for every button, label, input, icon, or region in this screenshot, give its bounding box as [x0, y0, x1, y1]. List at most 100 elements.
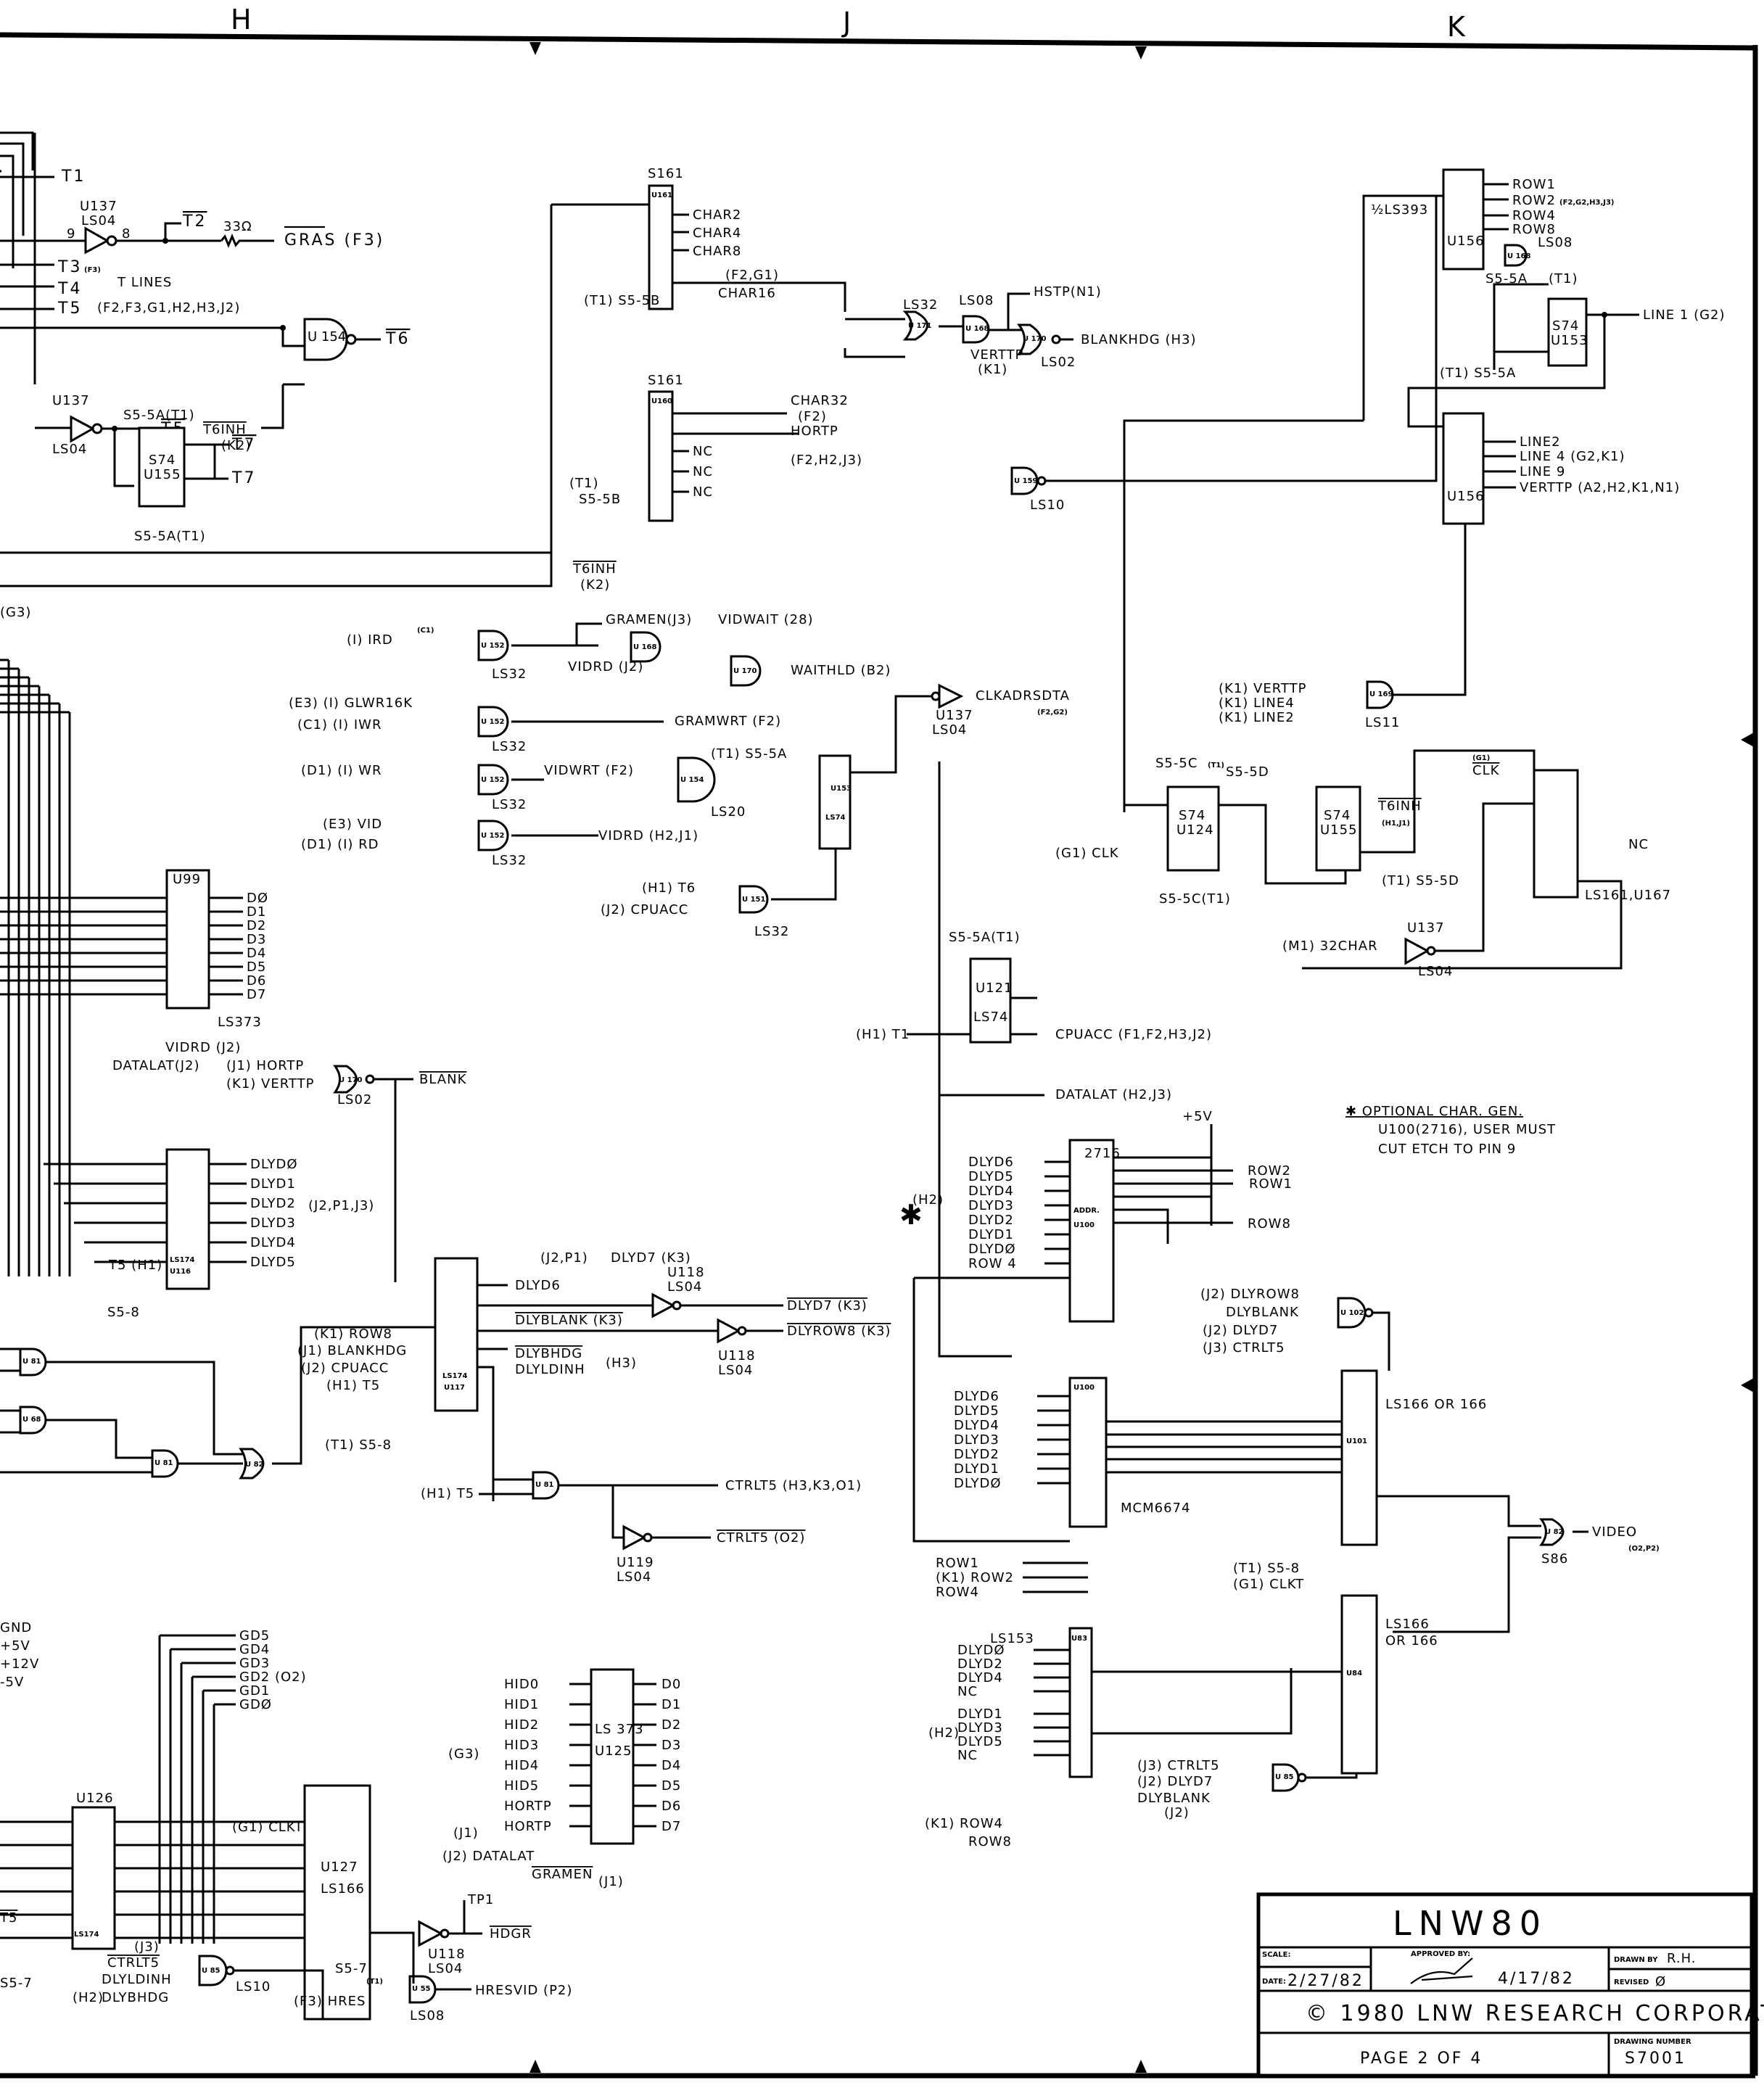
u168c-label: U 168 — [633, 643, 657, 651]
k1-line4-label: (K1) LINE4 — [1219, 696, 1295, 711]
t6inh-label: T6INH — [202, 422, 247, 437]
row1-label: ROW1 — [1512, 177, 1556, 192]
and-u55 — [408, 1975, 437, 2004]
and-u168 — [962, 315, 990, 344]
u81c-label: U 81 — [535, 1481, 554, 1489]
u125-output-label: D6 — [662, 1799, 681, 1814]
inverter-u137d — [1404, 937, 1430, 965]
u99-output-label: D7 — [247, 987, 266, 1002]
ls04-label: LS04 — [81, 213, 116, 228]
u170c-label: U 170 — [733, 667, 757, 675]
u118b-label: U118 — [718, 1348, 756, 1363]
register-u116 — [165, 1148, 210, 1290]
register-u126 — [71, 1806, 116, 1950]
hstp-label: HSTP(N1) — [1034, 284, 1102, 300]
line2-label: LINE2 — [1520, 434, 1561, 450]
char32-label: CHAR32 — [791, 393, 849, 408]
approved-label: APPROVED BY: — [1411, 1950, 1470, 1958]
k1-row4b-label: (K1) ROW4 — [925, 1816, 1003, 1831]
u2716-input-label: DLYD4 — [968, 1184, 1014, 1199]
t-lines-label: T LINES — [117, 275, 172, 290]
row8c-label: ROW8 — [968, 1834, 1012, 1849]
or-u171 — [902, 310, 928, 341]
note-line-1: ✱ OPTIONAL CHAR. GEN. — [1345, 1104, 1523, 1119]
inverter-u118b — [717, 1318, 741, 1344]
counter-u161 — [648, 184, 674, 310]
j3-ref: (J3) — [134, 1939, 160, 1955]
waithld-label: WAITHLD (B2) — [791, 663, 891, 678]
latch-u125 — [590, 1668, 635, 1845]
column-marker-h: H — [231, 4, 252, 36]
u121-label: U121 — [976, 981, 1013, 996]
row2-label: ROW2 — [1512, 193, 1556, 208]
zone-marker-right-1 — [1741, 733, 1754, 747]
u82a-label: U 82 — [245, 1461, 264, 1469]
s161b-label: S161 — [648, 373, 684, 388]
j1-hortp-label: (J1) HORTP — [226, 1058, 304, 1073]
t1-ref: (T1) — [569, 476, 599, 491]
u160-label: U160 — [651, 397, 672, 405]
u83-input-label: DLYD3 — [957, 1720, 1003, 1736]
u83-input-label: NC — [957, 1748, 978, 1763]
char16-label: CHAR16 — [718, 286, 776, 301]
f2-ref: (F2) — [798, 409, 827, 424]
gate-u152-a — [477, 630, 509, 661]
and-u169 — [1366, 680, 1394, 709]
g3b-ref: (G3) — [448, 1746, 479, 1762]
u154b-label: U 154 — [680, 776, 704, 784]
ls08c-label: LS08 — [410, 2008, 445, 2023]
t7-label: T7 — [231, 469, 256, 487]
copyright-text: © 1980 LNW RESEARCH CORPORATION — [1306, 2001, 1764, 2026]
u151-label: U 151 — [742, 896, 766, 904]
u137c-label: U137 — [936, 708, 973, 723]
u170b-label: U 170 — [339, 1076, 363, 1084]
nand-u154b — [677, 756, 716, 803]
gramen-label: GRAMEN(J3) — [606, 612, 692, 627]
ls11-label: LS11 — [1365, 715, 1400, 730]
video-access-block: (I) IRD (C1) (E3) (I) GLWR16K (C1) (I) I… — [289, 612, 1069, 939]
s86-label: S86 — [1541, 1551, 1568, 1567]
mcm-row-label: (K1) ROW2 — [936, 1570, 1014, 1585]
u125-output-label: D1 — [662, 1697, 681, 1712]
char16-refs: (F2,G1) — [725, 268, 779, 283]
ls153-label: LS153 — [990, 1631, 1034, 1646]
ls161-u167-label: LS161,U167 — [1585, 888, 1671, 903]
k1-line2-label: (K1) LINE2 — [1219, 710, 1295, 725]
gate-u152-c — [477, 764, 509, 796]
u2716-input-label: DLYDØ — [968, 1242, 1016, 1257]
t6inh-c-label: T6INH — [1377, 799, 1422, 814]
u152-label: U 152 — [481, 642, 505, 650]
ls32-label: LS32 — [492, 797, 527, 812]
approved-date-value: 4/17/82 — [1498, 1970, 1575, 1988]
2716-label: 2716 — [1084, 1146, 1121, 1161]
u125-output-label: D2 — [662, 1717, 681, 1733]
or166-label: OR 166 — [1385, 1633, 1438, 1648]
mcm-input-label: DLYDØ — [954, 1476, 1002, 1491]
j2-dlyd7-label: (J2) DLYD7 — [1203, 1323, 1278, 1338]
optional-asterisk-icon: ✱ — [899, 1199, 923, 1231]
video-label: VIDEO — [1592, 1524, 1637, 1540]
ls04c-label: LS04 — [932, 722, 967, 738]
u116-output-label: DLYD5 — [250, 1255, 296, 1270]
k1-ref: (K1) — [978, 362, 1007, 377]
u99-output-label: D4 — [247, 946, 266, 961]
u81a-label: U 81 — [22, 1358, 41, 1366]
u83-input-label: NC — [957, 1684, 978, 1699]
dlyblank-label: DLYBLANK (K3) — [515, 1313, 623, 1328]
k1-verttp-label: (K1) VERTTP — [1219, 681, 1306, 696]
h1-t5b-label: (H1) T5 — [421, 1486, 474, 1501]
nc-label: NC — [1628, 837, 1649, 852]
datalat-j2-label: DATALAT(J2) — [112, 1058, 200, 1073]
u118c-label: U118 — [428, 1947, 466, 1962]
ls04e-label: LS04 — [667, 1279, 702, 1295]
s55b-b-label: S5-5B — [579, 492, 621, 507]
gd-line-label: GD2 (O2) — [239, 1670, 307, 1685]
u82b-label: U 82 — [1545, 1528, 1564, 1536]
mcm-input-label: DLYD4 — [954, 1418, 1000, 1433]
vidwait-label: VIDWAIT (28) — [718, 612, 814, 627]
g1-clkt2-label: (G1) CLKT — [232, 1820, 303, 1835]
u99-output-label: D6 — [247, 973, 266, 989]
inverter-u119 — [622, 1524, 647, 1551]
